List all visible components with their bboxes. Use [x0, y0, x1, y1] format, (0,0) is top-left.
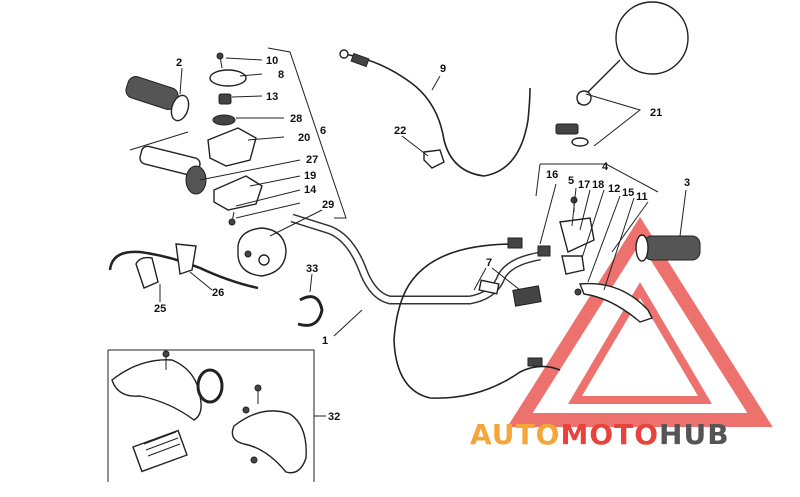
right-grip [635, 234, 701, 262]
callout-25: 25 [154, 303, 166, 315]
small-bracket [423, 149, 445, 169]
callout-10: 10 [266, 55, 278, 67]
svg-text:AUTOMOTOHUB: AUTOMOTOHUB [470, 418, 730, 451]
cable-clip [297, 295, 324, 327]
callout-labels: 1 2 3 4 5 6 7 8 9 10 11 12 13 14 15 16 1… [154, 55, 690, 423]
callout-32: 32 [328, 411, 340, 423]
clutch-cable [393, 237, 561, 399]
callout-4: 4 [602, 161, 609, 173]
callout-22: 22 [394, 125, 406, 137]
callout-27: 27 [306, 154, 318, 166]
switch-cable [108, 243, 259, 290]
callout-20: 20 [298, 132, 310, 144]
callout-2: 2 [176, 57, 182, 69]
watermark-hub: HUB [659, 418, 730, 451]
watermark-auto: AUTO [470, 418, 560, 451]
callout-11: 11 [636, 191, 648, 203]
watermark-moto: MOTO [560, 418, 659, 451]
callout-19: 19 [304, 170, 316, 182]
lever-assembly [559, 196, 653, 323]
leader-lines [129, 47, 687, 417]
callout-33: 33 [306, 263, 318, 275]
callout-29: 29 [322, 199, 334, 211]
callout-26: 26 [212, 287, 224, 299]
watermark-text: AUTOMOTOHUB [470, 418, 730, 451]
throttle-assembly [139, 52, 263, 226]
handguard-kit-box [107, 349, 315, 482]
watermark-logo [507, 216, 773, 427]
left-grip [125, 76, 190, 122]
callout-13: 13 [266, 91, 278, 103]
throttle-cable [339, 49, 531, 177]
callout-1: 1 [322, 335, 328, 347]
callout-3: 3 [684, 177, 690, 189]
callout-21: 21 [650, 107, 662, 119]
callout-14: 14 [304, 184, 317, 196]
callout-8: 8 [278, 69, 284, 81]
switch-unit [237, 227, 287, 277]
callout-15: 15 [622, 187, 634, 199]
mirror [555, 1, 689, 147]
callout-18: 18 [592, 179, 604, 191]
handlebar [290, 213, 541, 305]
callout-6: 6 [320, 125, 326, 137]
callout-7: 7 [486, 257, 492, 269]
callout-5: 5 [568, 175, 574, 187]
callout-12: 12 [608, 183, 620, 195]
callout-17: 17 [578, 179, 590, 191]
callout-9: 9 [440, 63, 446, 75]
callout-28: 28 [290, 113, 302, 125]
callout-16: 16 [546, 169, 558, 181]
